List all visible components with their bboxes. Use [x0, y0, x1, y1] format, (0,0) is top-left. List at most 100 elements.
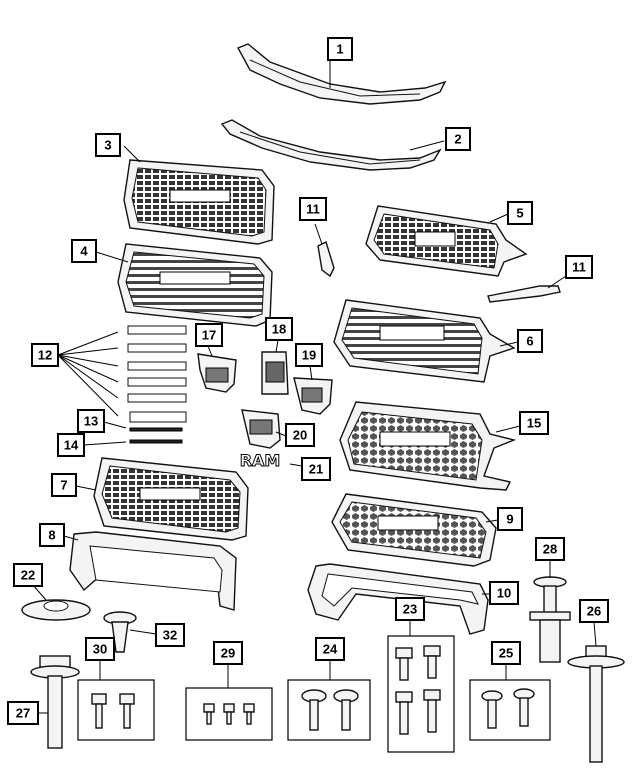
part-19-bracket	[293, 377, 333, 415]
leader-3	[123, 145, 141, 163]
group-24-box	[287, 679, 371, 741]
leader-11a	[314, 223, 323, 245]
svg-text:29: 29	[221, 646, 235, 661]
svg-text:3: 3	[104, 138, 111, 153]
leader-18	[275, 339, 279, 353]
callout-2: 2	[445, 127, 471, 151]
leader-12	[57, 331, 119, 417]
svg-text:23: 23	[403, 602, 417, 617]
part-6-grille	[333, 299, 516, 383]
part-25-bolts	[481, 688, 535, 729]
callout-32: 32	[155, 623, 185, 647]
callout-28: 28	[535, 537, 565, 561]
part-15-grille	[339, 401, 517, 491]
leader-6	[499, 341, 519, 347]
part-2-lower-trim	[220, 119, 442, 171]
part-27-bolt	[30, 655, 80, 749]
part-20-bracket	[241, 409, 281, 449]
part-4-grille	[117, 243, 273, 327]
leader-21	[289, 463, 303, 467]
callout-26: 26	[579, 599, 609, 623]
callout-6: 6	[517, 329, 543, 353]
part-8-frame	[69, 531, 237, 611]
part-7-grille	[93, 457, 249, 541]
leader-4	[95, 251, 129, 263]
svg-text:5: 5	[516, 206, 523, 221]
callout-10: 10	[489, 581, 519, 605]
part-5-grille	[365, 205, 528, 277]
svg-text:17: 17	[202, 328, 216, 343]
callout-22: 22	[13, 563, 43, 587]
part-12-badges	[127, 325, 187, 423]
part-30-bolts	[91, 693, 135, 729]
svg-text:26: 26	[587, 604, 601, 619]
leader-11b	[547, 275, 567, 289]
callout-18: 18	[265, 317, 293, 341]
callout-14: 14	[57, 433, 85, 457]
svg-text:10: 10	[497, 586, 511, 601]
leader-14	[83, 441, 127, 446]
callout-25: 25	[491, 641, 521, 665]
leader-5	[489, 213, 509, 223]
part-23-bolts	[395, 645, 441, 735]
svg-text:6: 6	[526, 334, 533, 349]
callout-9: 9	[497, 507, 523, 531]
callout-8: 8	[39, 523, 65, 547]
leader-8	[63, 535, 79, 541]
callout-24: 24	[315, 637, 345, 661]
callout-27: 27	[7, 701, 39, 725]
callout-7: 7	[51, 473, 77, 497]
svg-text:12: 12	[38, 348, 52, 363]
ram-emblem-lettering: RAM	[240, 451, 281, 470]
group-23-box	[387, 635, 455, 753]
group-25-box	[469, 679, 551, 741]
leader-9	[485, 519, 499, 523]
callout-23: 23	[395, 597, 425, 621]
svg-text:9: 9	[506, 512, 513, 527]
svg-text:11: 11	[306, 202, 320, 217]
callout-3: 3	[95, 133, 121, 157]
callout-29: 29	[213, 641, 243, 665]
leader-13	[103, 421, 127, 429]
part-10-frame	[307, 563, 489, 635]
group-29-box	[185, 687, 273, 741]
svg-text:15: 15	[527, 416, 541, 431]
part-29-screws	[203, 703, 255, 725]
svg-text:13: 13	[84, 414, 98, 429]
part-13-strip	[129, 427, 183, 432]
svg-text:21: 21	[309, 462, 323, 477]
leader-17	[207, 345, 213, 357]
part-21-emblem: RAM	[239, 451, 281, 471]
leader-15	[495, 425, 521, 433]
callout-11-lower: 11	[565, 255, 593, 279]
svg-text:25: 25	[499, 646, 513, 661]
part-11-bracket-upper	[317, 241, 335, 278]
svg-text:7: 7	[60, 478, 67, 493]
svg-text:2: 2	[454, 132, 461, 147]
part-3-grille	[123, 159, 275, 245]
callout-30: 30	[85, 637, 115, 661]
part-24-bolts	[301, 689, 359, 731]
svg-text:22: 22	[21, 568, 35, 583]
callout-13: 13	[77, 409, 105, 433]
leader-20	[275, 431, 287, 437]
svg-text:24: 24	[323, 642, 338, 657]
svg-text:30: 30	[93, 642, 107, 657]
callout-5: 5	[507, 201, 533, 225]
callout-4: 4	[71, 239, 97, 263]
svg-text:8: 8	[48, 528, 55, 543]
leader-32	[129, 629, 157, 635]
part-1-upper-trim	[237, 43, 447, 105]
leader-2	[409, 140, 445, 151]
part-32-pushpin	[103, 611, 137, 653]
callout-17: 17	[195, 323, 223, 347]
svg-text:20: 20	[293, 428, 307, 443]
callout-12: 12	[31, 343, 59, 367]
svg-text:14: 14	[64, 438, 79, 453]
part-9-grille	[331, 493, 497, 567]
callout-19: 19	[295, 343, 323, 367]
part-14-strip	[129, 439, 183, 444]
svg-text:32: 32	[163, 628, 177, 643]
svg-text:27: 27	[16, 706, 30, 721]
svg-text:28: 28	[543, 542, 557, 557]
